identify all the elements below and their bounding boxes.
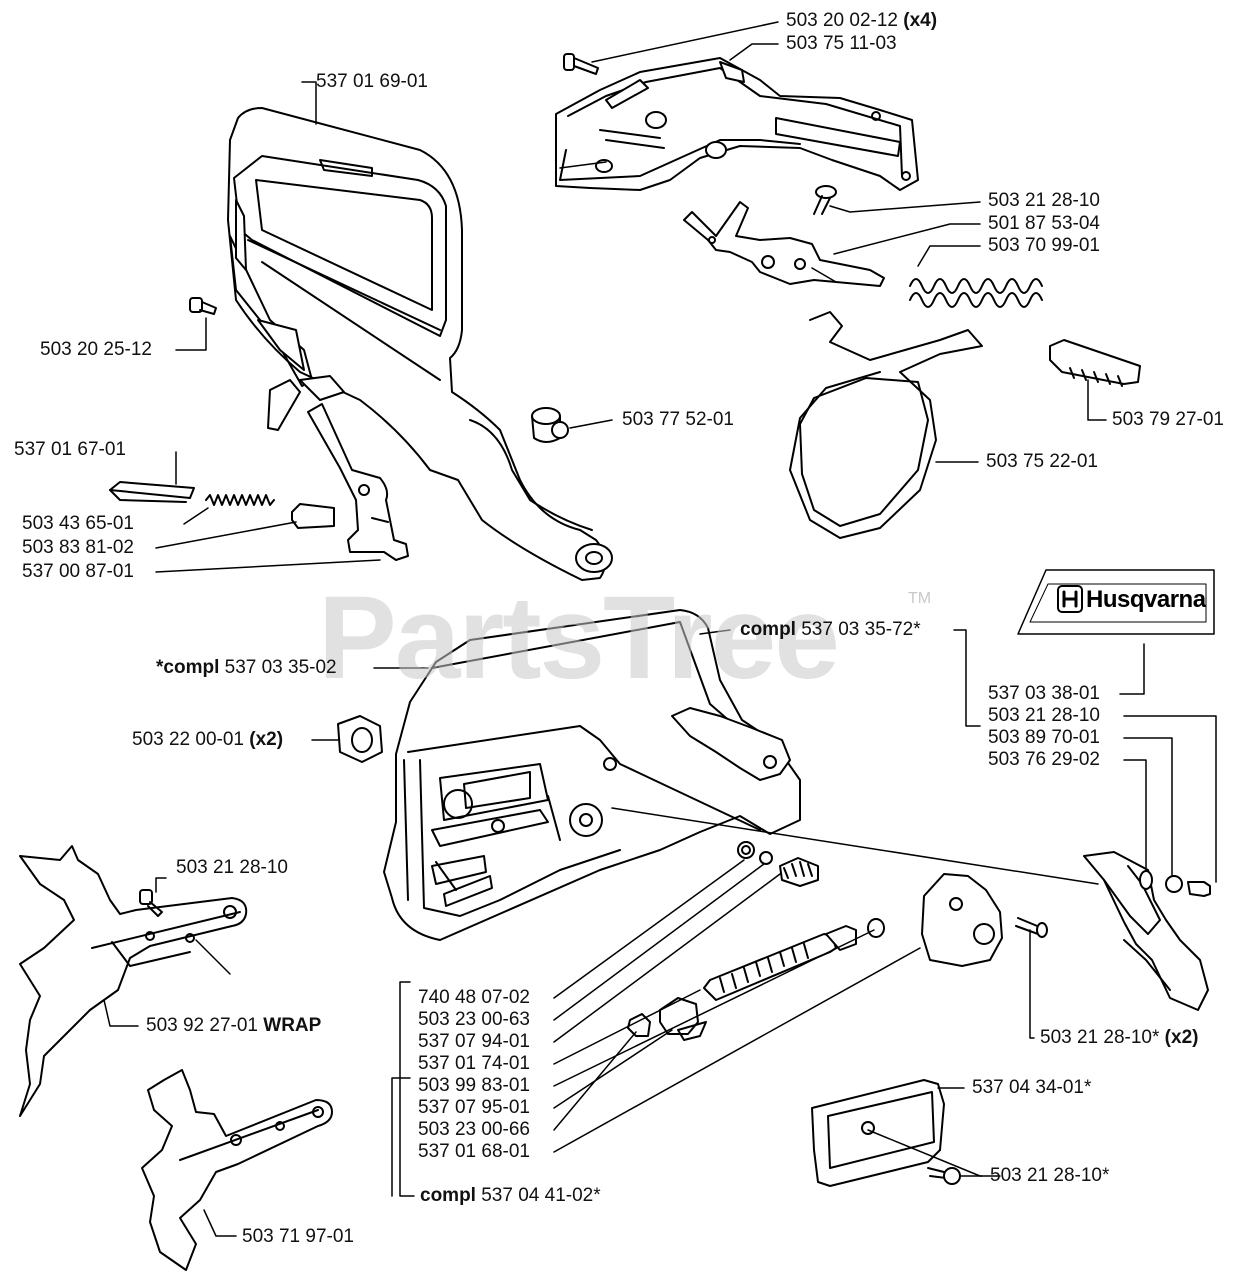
guide-503792701-part[interactable] <box>1049 339 1141 387</box>
washer-740480702-part[interactable] <box>737 841 755 859</box>
label-compl-537033572[interactable]: compl 537 03 35-72* <box>740 619 921 640</box>
label-503230063[interactable]: 503 23 00-63 <box>418 1009 530 1030</box>
brake-link-501875304-part[interactable] <box>683 201 885 287</box>
watermark-trademark: TM <box>908 590 932 607</box>
label-537008701[interactable]: 537 00 87-01 <box>22 561 134 582</box>
label-503922701[interactable]: 503 92 27-01 WRAP <box>146 1015 322 1036</box>
label-537016801[interactable]: 537 01 68-01 <box>418 1141 530 1162</box>
cover-537043401-part[interactable] <box>811 1079 945 1187</box>
screw-503212810x2-part[interactable] <box>1015 917 1048 938</box>
label-537016701[interactable]: 537 01 67-01 <box>14 439 126 460</box>
label-503838102[interactable]: 503 83 81-02 <box>22 537 134 558</box>
spring-503709901-part[interactable] <box>909 278 1043 308</box>
label-compl-537044102[interactable]: compl 537 04 41-02* <box>420 1185 601 1206</box>
leader-lines <box>103 21 1217 1237</box>
brake-cover-503751103-part[interactable] <box>555 57 919 191</box>
label-503202512[interactable]: 503 20 25-12 <box>40 339 152 360</box>
label-537079401[interactable]: 537 07 94-01 <box>418 1031 530 1052</box>
label-503200212[interactable]: 503 20 02-12 (x4) <box>786 10 938 31</box>
spike-503922701-part[interactable] <box>19 845 248 1117</box>
label-503212810-spike[interactable]: 503 21 28-10 <box>176 857 288 878</box>
spring-503436501-part[interactable] <box>205 494 275 506</box>
label-503751103[interactable]: 503 75 11-03 <box>786 33 897 54</box>
block-503838102-part[interactable] <box>291 503 335 529</box>
oring-503998301-part[interactable] <box>867 918 885 938</box>
label-503762902[interactable]: 503 76 29-02 <box>988 749 1100 770</box>
washer-503230063-part[interactable] <box>759 851 773 865</box>
label-compl-537033502[interactable]: *compl 537 03 35-02 <box>156 657 337 678</box>
husqvarna-decal-part[interactable] <box>1017 569 1215 635</box>
brake-lever-part[interactable] <box>307 403 409 561</box>
screw-503200212-part[interactable] <box>563 53 599 75</box>
label-503998301[interactable]: 503 99 83-01 <box>418 1075 530 1096</box>
label-503436501[interactable]: 503 43 65-01 <box>22 513 134 534</box>
label-503212810-top[interactable]: 503 21 28-10 <box>988 190 1100 211</box>
label-503775201[interactable]: 503 77 52-01 <box>622 409 734 430</box>
brand-logo-text: Husqvarna <box>1086 586 1206 613</box>
label-740480702[interactable]: 740 48 07-02 <box>418 987 530 1008</box>
gear-537079401-part[interactable] <box>779 857 819 887</box>
label-503220001[interactable]: 503 22 00-01 (x2) <box>132 729 284 750</box>
screw-503202512-part[interactable] <box>189 297 217 315</box>
washer-503230066-part[interactable] <box>627 1013 651 1037</box>
bushing-503775201-part[interactable] <box>531 407 569 443</box>
clutch-cover-537033502-part[interactable] <box>383 609 801 941</box>
plate-537016801-part[interactable] <box>921 873 1003 967</box>
label-537016901[interactable]: 537 01 69-01 <box>316 71 428 92</box>
label-503212810-star[interactable]: 503 21 28-10* <box>990 1165 1110 1186</box>
label-503709901[interactable]: 503 70 99-01 <box>988 235 1100 256</box>
label-503212810-mid[interactable]: 503 21 28-10 <box>988 705 1100 726</box>
spike-503719701-part[interactable] <box>141 1069 333 1271</box>
screw-503212810-top-part[interactable] <box>813 185 837 215</box>
watermark: PartsTree <box>318 572 840 704</box>
label-537017401[interactable]: 537 01 74-01 <box>418 1053 530 1074</box>
nut-503220001-part[interactable] <box>337 715 383 763</box>
label-503719701[interactable]: 503 71 97-01 <box>242 1226 354 1247</box>
label-503897001[interactable]: 503 89 70-01 <box>988 727 1100 748</box>
brake-band-503752201-part[interactable] <box>789 311 983 539</box>
label-503212810-x2[interactable]: 503 21 28-10* (x2) <box>1040 1027 1199 1048</box>
screw-spike-503212810-part[interactable] <box>139 889 163 917</box>
label-501875304[interactable]: 501 87 53-04 <box>988 213 1100 234</box>
adjuster-screw-537017401-part[interactable] <box>703 925 857 1001</box>
screws-right-part[interactable] <box>1139 870 1211 897</box>
label-503230066[interactable]: 503 23 00-66 <box>418 1119 530 1140</box>
housing-537016701-part[interactable] <box>109 481 195 503</box>
label-537033801[interactable]: 537 03 38-01 <box>988 683 1100 704</box>
screw-503212810star-part[interactable] <box>927 1167 961 1185</box>
label-503752201[interactable]: 503 75 22-01 <box>986 451 1098 472</box>
front-hand-guard-part[interactable] <box>227 107 613 581</box>
label-503792701[interactable]: 503 79 27-01 <box>1112 409 1224 430</box>
label-537043401[interactable]: 537 04 34-01* <box>972 1077 1092 1098</box>
label-537079501[interactable]: 537 07 95-01 <box>418 1097 530 1118</box>
